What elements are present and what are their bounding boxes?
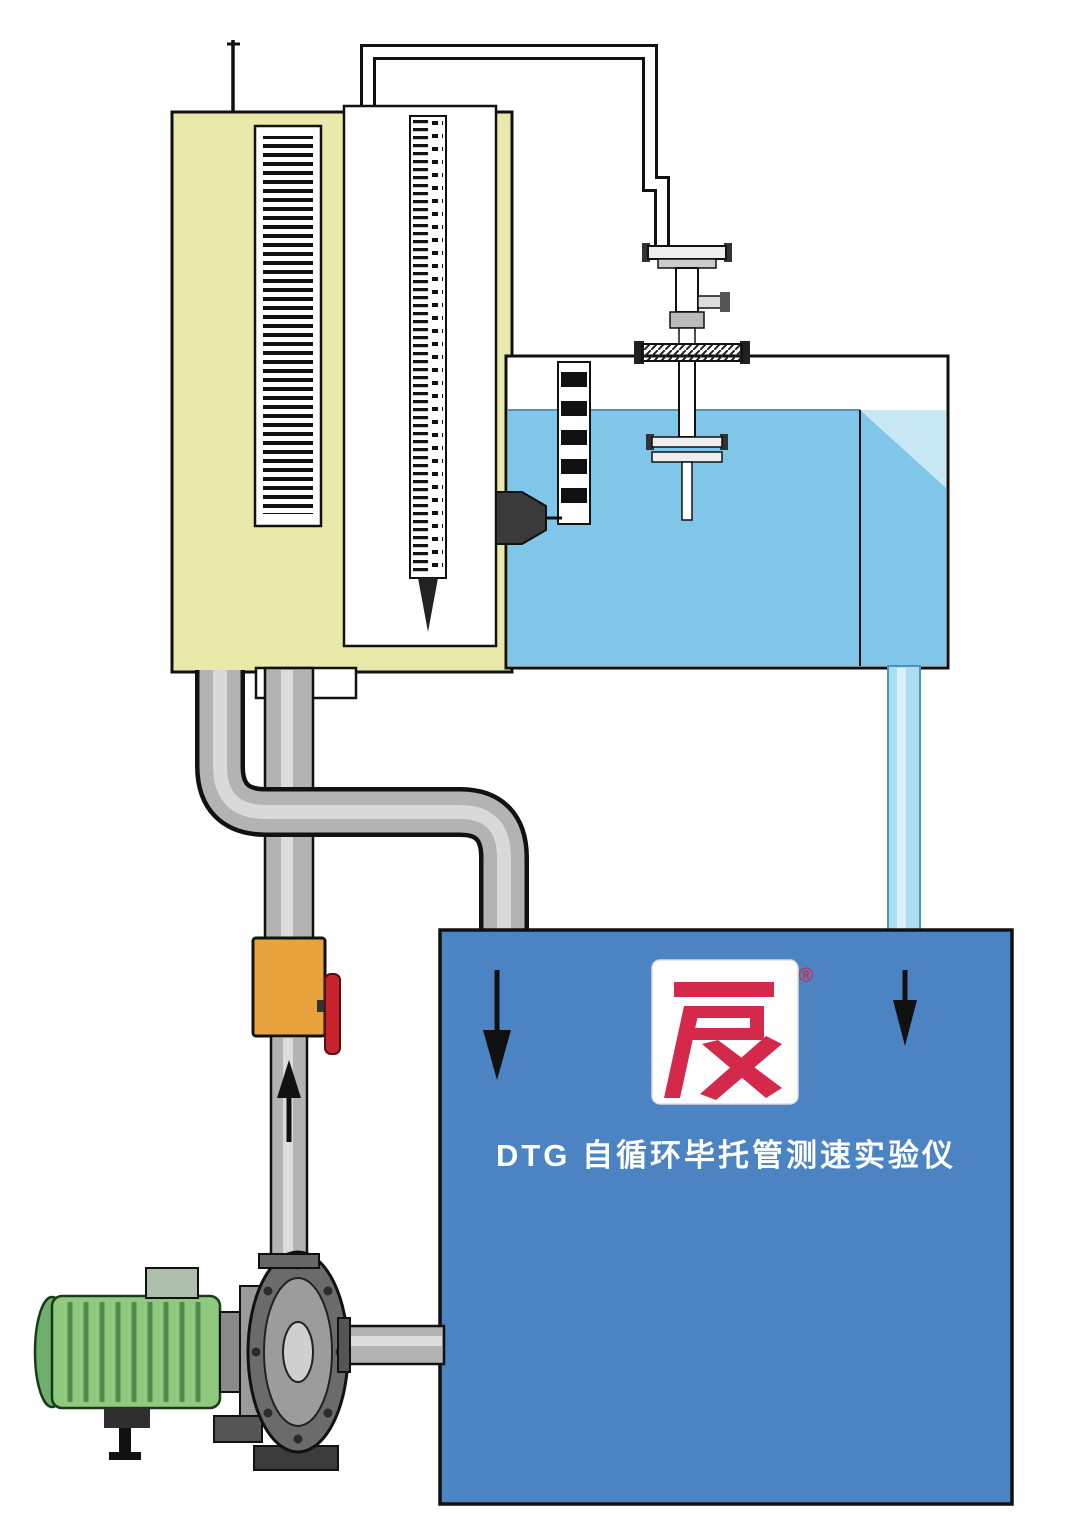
valve-handle-knob (720, 292, 730, 312)
lower-flange-b (651, 451, 723, 463)
panel-rod (227, 40, 240, 112)
arrow-up-icon (277, 1060, 301, 1098)
valve-stem-upper (675, 267, 699, 313)
inflow-arrow-left (483, 970, 511, 1080)
clamp-crossbar (641, 343, 743, 362)
water-tank (504, 354, 950, 670)
pitot-probe-tube (681, 461, 693, 521)
manometer-ticks-right (431, 120, 443, 575)
discharge-pipe (337, 1317, 446, 1373)
motor-cooling-fins (67, 1302, 201, 1402)
pump-motor-unit (33, 1250, 446, 1471)
motor-foot (104, 1408, 150, 1428)
pump-volute (246, 1250, 350, 1471)
valve-top-flange (647, 245, 727, 260)
anchor-bolt (119, 1428, 131, 1454)
tank-water-corner-highlight (860, 410, 946, 488)
brand-logo-plate: ® (651, 959, 814, 1105)
registered-trademark: ® (799, 965, 814, 987)
jet-nozzle (495, 491, 562, 545)
motor-junction-box (145, 1267, 199, 1299)
staff-gauge (557, 361, 591, 525)
bearing-housing (219, 1311, 241, 1393)
inflow-arrow-right (893, 970, 917, 1046)
outflow-pipe (887, 665, 921, 935)
bracket-foot (213, 1415, 263, 1443)
left-scale-ticks (263, 136, 313, 514)
left-scale-ruler (253, 124, 323, 528)
manometer-panel (342, 104, 498, 648)
discharge-flange (337, 1317, 351, 1373)
arrow-down-icon (893, 1000, 917, 1046)
supply-pipe-lower (269, 1034, 309, 1258)
valve-collar (669, 311, 705, 329)
pitot-stem (678, 360, 696, 438)
valve-handle (697, 295, 723, 309)
lower-flange-a (651, 436, 723, 448)
pump-hub (282, 1321, 314, 1383)
return-pipe (195, 670, 529, 934)
pitot-valve-assembly (634, 243, 750, 521)
ball-valve-handle (324, 973, 341, 1055)
chen-brand-logo-icon (664, 982, 782, 1100)
electric-motor (33, 1267, 222, 1460)
top-connecting-pipe (360, 44, 670, 252)
manometer-tube-tip (418, 578, 438, 632)
flow-arrow-up (277, 1060, 301, 1142)
manometer-ticks-left (413, 120, 428, 575)
arrow-down-icon (483, 1030, 511, 1080)
suction-flange (258, 1253, 320, 1269)
instrument-title: DTG 自循环毕托管测速实验仪 (496, 1138, 956, 1173)
